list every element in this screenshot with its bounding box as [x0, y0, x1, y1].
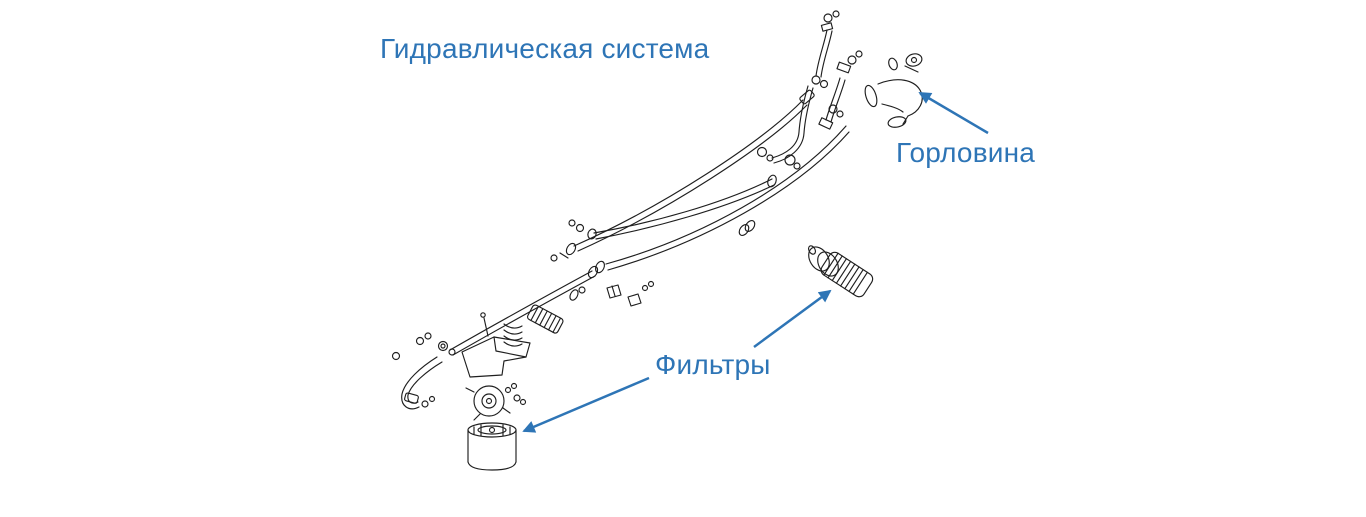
annotation-arrows [522, 91, 989, 433]
hose-fittings-middle [550, 174, 777, 279]
callout-label-filler-neck: Горловина [896, 137, 1036, 168]
callout-label-filters: Фильтры [655, 349, 771, 380]
hydraulic-hoses [401, 29, 850, 410]
hose-fittings-left [391, 332, 456, 408]
callout-arrow-filter-right [753, 289, 832, 349]
hose-fittings-top [756, 10, 863, 170]
filler-neck-part [864, 53, 923, 128]
suction-filter-part [807, 245, 874, 298]
spin-on-filter-part [467, 422, 517, 471]
filter-head-assembly [461, 286, 586, 421]
callout-arrow-filler-neck [918, 91, 989, 135]
clamp-parts [606, 280, 655, 307]
callout-arrow-filter-left [522, 376, 650, 433]
diagram-title: Гидравлическая система [380, 33, 710, 64]
